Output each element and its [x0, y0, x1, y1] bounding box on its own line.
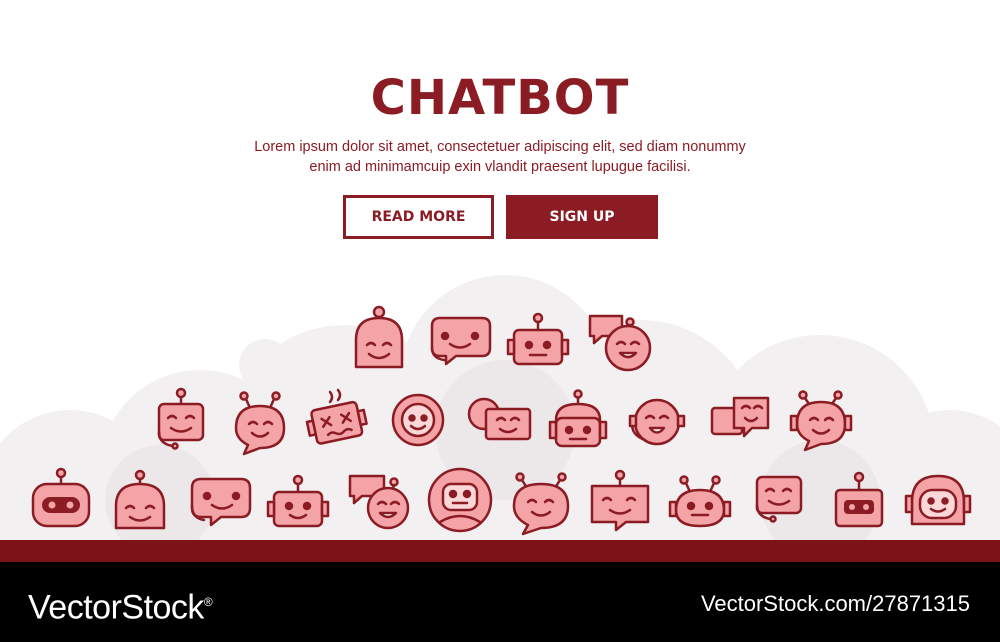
chat-bubble-square-bot-icon	[467, 397, 532, 441]
chatbot-icons	[31, 305, 972, 536]
chat-bubble-mic-bot-icon	[190, 477, 252, 527]
hero-subtitle: Lorem ipsum dolor sit amet, consectetuer…	[0, 137, 1000, 177]
watermark-footer: VectorStock® VectorStock.com/27871315	[0, 562, 1000, 642]
speech-bubble-smiling-bot-icon	[348, 474, 410, 530]
robot-visor-head-icon	[31, 467, 91, 528]
headset-square-bot-icon	[755, 475, 803, 523]
robot-dome-head-icon	[114, 469, 166, 530]
circle-astronaut-bot-icon	[427, 467, 493, 533]
robot-headset-icon	[157, 387, 205, 450]
speech-bubble-bot-face-icon	[588, 314, 652, 372]
support-bot-face-icon	[628, 398, 686, 446]
robot-head-helmet-icon	[354, 305, 404, 369]
footer-band	[0, 540, 1000, 562]
broken-robot-icon	[305, 388, 368, 445]
round-antenna-bot-icon	[668, 475, 732, 528]
hero-subtitle-line-2: enim ad minimamcuip exin vlandit praesen…	[309, 159, 691, 175]
hero-subtitle-line-1: Lorem ipsum dolor sit amet, consectetuer…	[254, 139, 746, 155]
image-id-text: VectorStock.com/27871315	[700, 591, 970, 616]
bubble-antenna-face-icon	[512, 472, 570, 536]
square-bubble-antenna-bot-icon	[590, 469, 650, 532]
sign-up-button[interactable]: SIGN UP	[506, 195, 658, 239]
double-chat-bubble-bot-icon	[710, 396, 770, 438]
page-title: CHATBOT	[370, 70, 630, 126]
bubble-antenna-bot-icon	[234, 391, 286, 456]
bubble-ear-bot-icon	[789, 390, 853, 452]
chat-bubble-headset-icon	[430, 316, 492, 366]
helmet-visor-bot-icon	[904, 474, 972, 526]
vectorstock-logo: VectorStock®	[28, 582, 213, 627]
robot-cap-head-icon	[548, 389, 608, 448]
landing-hero: CHATBOT Lorem ipsum dolor sit amet, cons…	[0, 70, 1000, 540]
robot-antenna-head-icon	[506, 312, 570, 366]
visor-box-bot-icon	[834, 471, 884, 528]
vectorstock-logo-text: VectorStock	[28, 588, 204, 627]
robot-antenna-square-icon	[266, 474, 330, 528]
astronaut-bot-icon	[391, 393, 445, 447]
read-more-button[interactable]: READ MORE	[343, 195, 494, 239]
registered-mark: ®	[203, 595, 213, 609]
